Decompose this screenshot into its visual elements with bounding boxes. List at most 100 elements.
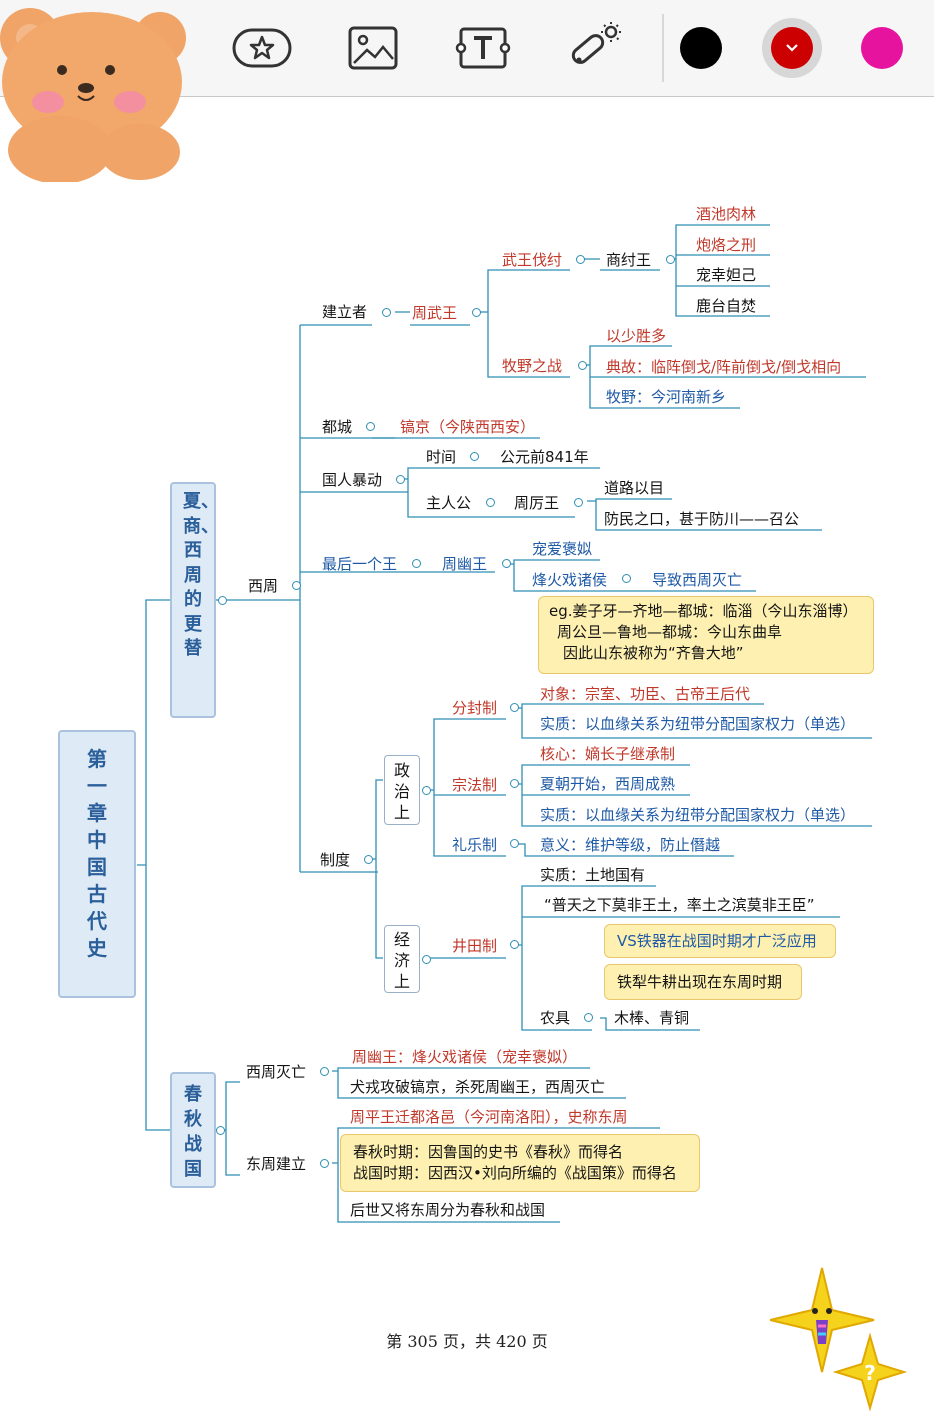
note-line: eg.姜子牙—齐地—都城：临淄（今山东淄博） (549, 602, 858, 620)
collapse-toggle[interactable] (510, 703, 519, 712)
node-li-item[interactable]: 防民之口，甚于防川——召公 (604, 510, 800, 528)
node-fenfeng-item[interactable]: 对象：宗室、功臣、古帝王后代 (540, 685, 751, 703)
note-line: 战国时期：因西汉•刘向所编的《战国策》而得名 (353, 1164, 677, 1182)
collapse-toggle[interactable] (366, 422, 375, 431)
node-shangzhouwang[interactable]: 商纣王 (606, 251, 652, 269)
collapse-toggle[interactable] (510, 779, 519, 788)
node-dongzhoujianli[interactable]: 东周建立 (246, 1155, 307, 1173)
image-icon (348, 26, 398, 70)
image-tool-button[interactable] (343, 22, 403, 74)
note-callout[interactable]: 春秋时期：因鲁国的史书《春秋》而得名 战国时期：因西汉•刘向所编的《战国策》而得… (340, 1134, 700, 1192)
collapse-toggle[interactable] (666, 255, 675, 264)
node-muye-item[interactable]: 牧野：今河南新乡 (606, 388, 727, 406)
note-callout[interactable]: 铁犁牛耕出现在东周时期 (604, 964, 802, 1000)
node-mie-item[interactable]: 周幽王：烽火戏诸侯（宠幸褒姒） (352, 1048, 578, 1066)
collapse-toggle[interactable] (320, 1159, 329, 1168)
collapse-toggle[interactable] (364, 855, 373, 864)
node-mie-item[interactable]: 犬戎攻破镐京，杀死周幽王，西周灭亡 (350, 1078, 606, 1096)
node-zuihouyigewang[interactable]: 最后一个王 (322, 555, 398, 573)
node-zhidu[interactable]: 制度 (320, 851, 351, 869)
note-line: 因此山东被称为“齐鲁大地” (563, 644, 744, 662)
collapse-toggle[interactable] (472, 308, 481, 317)
chevron-down-icon (771, 27, 813, 69)
toolbar-separator (662, 14, 664, 82)
collapse-toggle[interactable] (578, 361, 587, 370)
collapse-toggle[interactable] (422, 955, 431, 964)
teddy-bear-sticker-icon (0, 8, 186, 182)
sticker-tool-button[interactable] (232, 22, 292, 74)
node-zhou-item[interactable]: 炮烙之刑 (696, 236, 757, 254)
node-zhouyouwang[interactable]: 周幽王 (442, 555, 488, 573)
collapse-toggle[interactable] (218, 596, 227, 605)
node-fenghuoxizhuhou[interactable]: 烽火戏诸侯 (532, 571, 608, 589)
node-zhouliwang[interactable]: 周厉王 (514, 494, 560, 512)
node-daozhixizhoumiewang[interactable]: 导致西周灭亡 (652, 571, 743, 589)
node-nongju[interactable]: 农具 (540, 1009, 571, 1027)
branch-node-xia-shang-xizhou[interactable]: 夏、商、西周的更替 (170, 482, 219, 718)
collapse-toggle[interactable] (412, 559, 421, 568)
node-shijian-value[interactable]: 公元前841年 (500, 448, 589, 466)
node-haojing[interactable]: 镐京（今陕西西安） (400, 418, 536, 436)
collapse-toggle[interactable] (574, 498, 583, 507)
collapse-toggle[interactable] (422, 786, 431, 795)
node-jingtian-item[interactable]: “普天之下莫非王土，率土之滨莫非王臣” (544, 896, 815, 914)
node-liyue-item[interactable]: 意义：维护等级，防止僭越 (540, 836, 721, 854)
node-guorenbaodong[interactable]: 国人暴动 (322, 471, 383, 489)
branch-node-chunqiu-zhanguo[interactable]: 春秋战国 (170, 1072, 216, 1188)
collapse-toggle[interactable] (292, 581, 301, 590)
node-houshi[interactable]: 后世又将东周分为春秋和战国 (350, 1201, 546, 1219)
node-jingjishang[interactable]: 经济上 (384, 925, 420, 993)
note-callout[interactable]: eg.姜子牙—齐地—都城：临淄（今山东淄博） 周公旦—鲁地—都城：今山东曲阜 因… (538, 596, 874, 674)
node-zhou-item[interactable]: 宠幸妲己 (696, 266, 757, 284)
collapse-toggle[interactable] (382, 308, 391, 317)
node-zongfazhi[interactable]: 宗法制 (452, 776, 498, 794)
node-zhou-item[interactable]: 酒池肉林 (696, 205, 757, 223)
collapse-toggle[interactable] (510, 940, 519, 949)
root-node[interactable]: 第一章 中国古代史 (58, 730, 136, 998)
collapse-toggle[interactable] (320, 1067, 329, 1076)
collapse-toggle[interactable] (510, 839, 519, 848)
node-jianlizhe[interactable]: 建立者 (322, 303, 368, 321)
collapse-toggle[interactable] (396, 475, 405, 484)
color-swatch-red-selected[interactable] (762, 18, 822, 78)
node-chongaibaosi[interactable]: 宠爱褒姒 (532, 540, 593, 558)
node-zhengzhishang[interactable]: 政治上 (384, 755, 420, 825)
svg-text:?: ? (864, 1361, 876, 1385)
node-xizhoumiewang[interactable]: 西周灭亡 (246, 1063, 307, 1081)
page-indicator: 第 305 页，共 420 页 (386, 1332, 548, 1351)
node-nongju-value[interactable]: 木棒、青铜 (614, 1009, 690, 1027)
node-wuwangfazhou[interactable]: 武王伐纣 (502, 251, 563, 269)
node-zongfa-item[interactable]: 实质：以血缘关系为纽带分配国家权力（单选） (540, 806, 856, 824)
node-xizhou[interactable]: 西周 (248, 577, 279, 595)
node-muyezhizhan[interactable]: 牧野之战 (502, 357, 563, 375)
collapse-toggle[interactable] (216, 1126, 225, 1135)
node-zhurengong[interactable]: 主人公 (426, 494, 472, 512)
node-zhouwuwang[interactable]: 周武王 (412, 304, 458, 322)
color-swatch-magenta[interactable] (861, 27, 903, 69)
laser-pointer-tool-button[interactable] (565, 22, 625, 74)
collapse-toggle[interactable] (576, 255, 585, 264)
node-ducheng[interactable]: 都城 (322, 418, 353, 436)
node-liyuezhi[interactable]: 礼乐制 (452, 836, 498, 854)
node-jingtianzhi[interactable]: 井田制 (452, 937, 498, 955)
node-zhou-item[interactable]: 鹿台自焚 (696, 297, 757, 315)
star-mascot-icon: ? (770, 1267, 908, 1412)
node-li-item[interactable]: 道路以目 (604, 479, 665, 497)
note-callout[interactable]: VS铁器在战国时期才广泛应用 (604, 924, 836, 958)
color-swatch-black[interactable] (680, 27, 722, 69)
collapse-toggle[interactable] (584, 1013, 593, 1022)
node-fenfengzhi[interactable]: 分封制 (452, 699, 498, 717)
node-jingtian-item[interactable]: 实质：土地国有 (540, 866, 646, 884)
collapse-toggle[interactable] (470, 452, 479, 461)
node-muye-item[interactable]: 以少胜多 (606, 327, 667, 345)
text-tool-button[interactable] (453, 22, 513, 74)
node-zongfa-item[interactable]: 核心：嫡长子继承制 (540, 745, 676, 763)
node-shijian[interactable]: 时间 (426, 448, 457, 466)
collapse-toggle[interactable] (502, 559, 511, 568)
node-zongfa-item[interactable]: 夏朝开始，西周成熟 (540, 775, 676, 793)
node-muye-item[interactable]: 典故：临阵倒戈/阵前倒戈/倒戈相向 (606, 358, 842, 376)
node-fenfeng-item[interactable]: 实质：以血缘关系为纽带分配国家权力（单选） (540, 715, 856, 733)
collapse-toggle[interactable] (622, 574, 631, 583)
node-dongzhou-item[interactable]: 周平王迁都洛邑（今河南洛阳），史称东周 (350, 1108, 628, 1126)
collapse-toggle[interactable] (486, 498, 495, 507)
